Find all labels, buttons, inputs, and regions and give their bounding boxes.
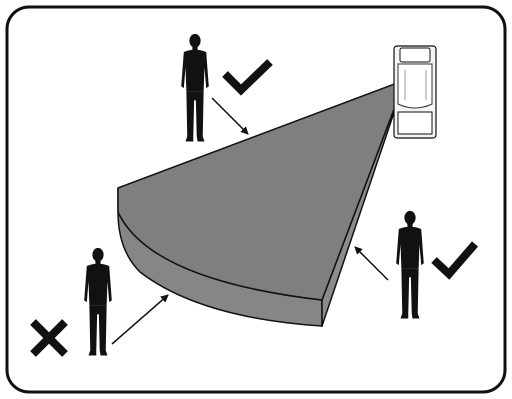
- detection-zone-top-face: [117, 78, 407, 301]
- motion-sensor-icon: [393, 45, 437, 139]
- arrow-left: [111, 294, 169, 345]
- detection-zone: [117, 78, 407, 327]
- arrow-right: [354, 246, 389, 281]
- arrow-top: [211, 97, 249, 135]
- check-mark-icon: [431, 241, 479, 280]
- check-mark-icon: [222, 59, 273, 96]
- cross-mark-icon: [30, 319, 68, 357]
